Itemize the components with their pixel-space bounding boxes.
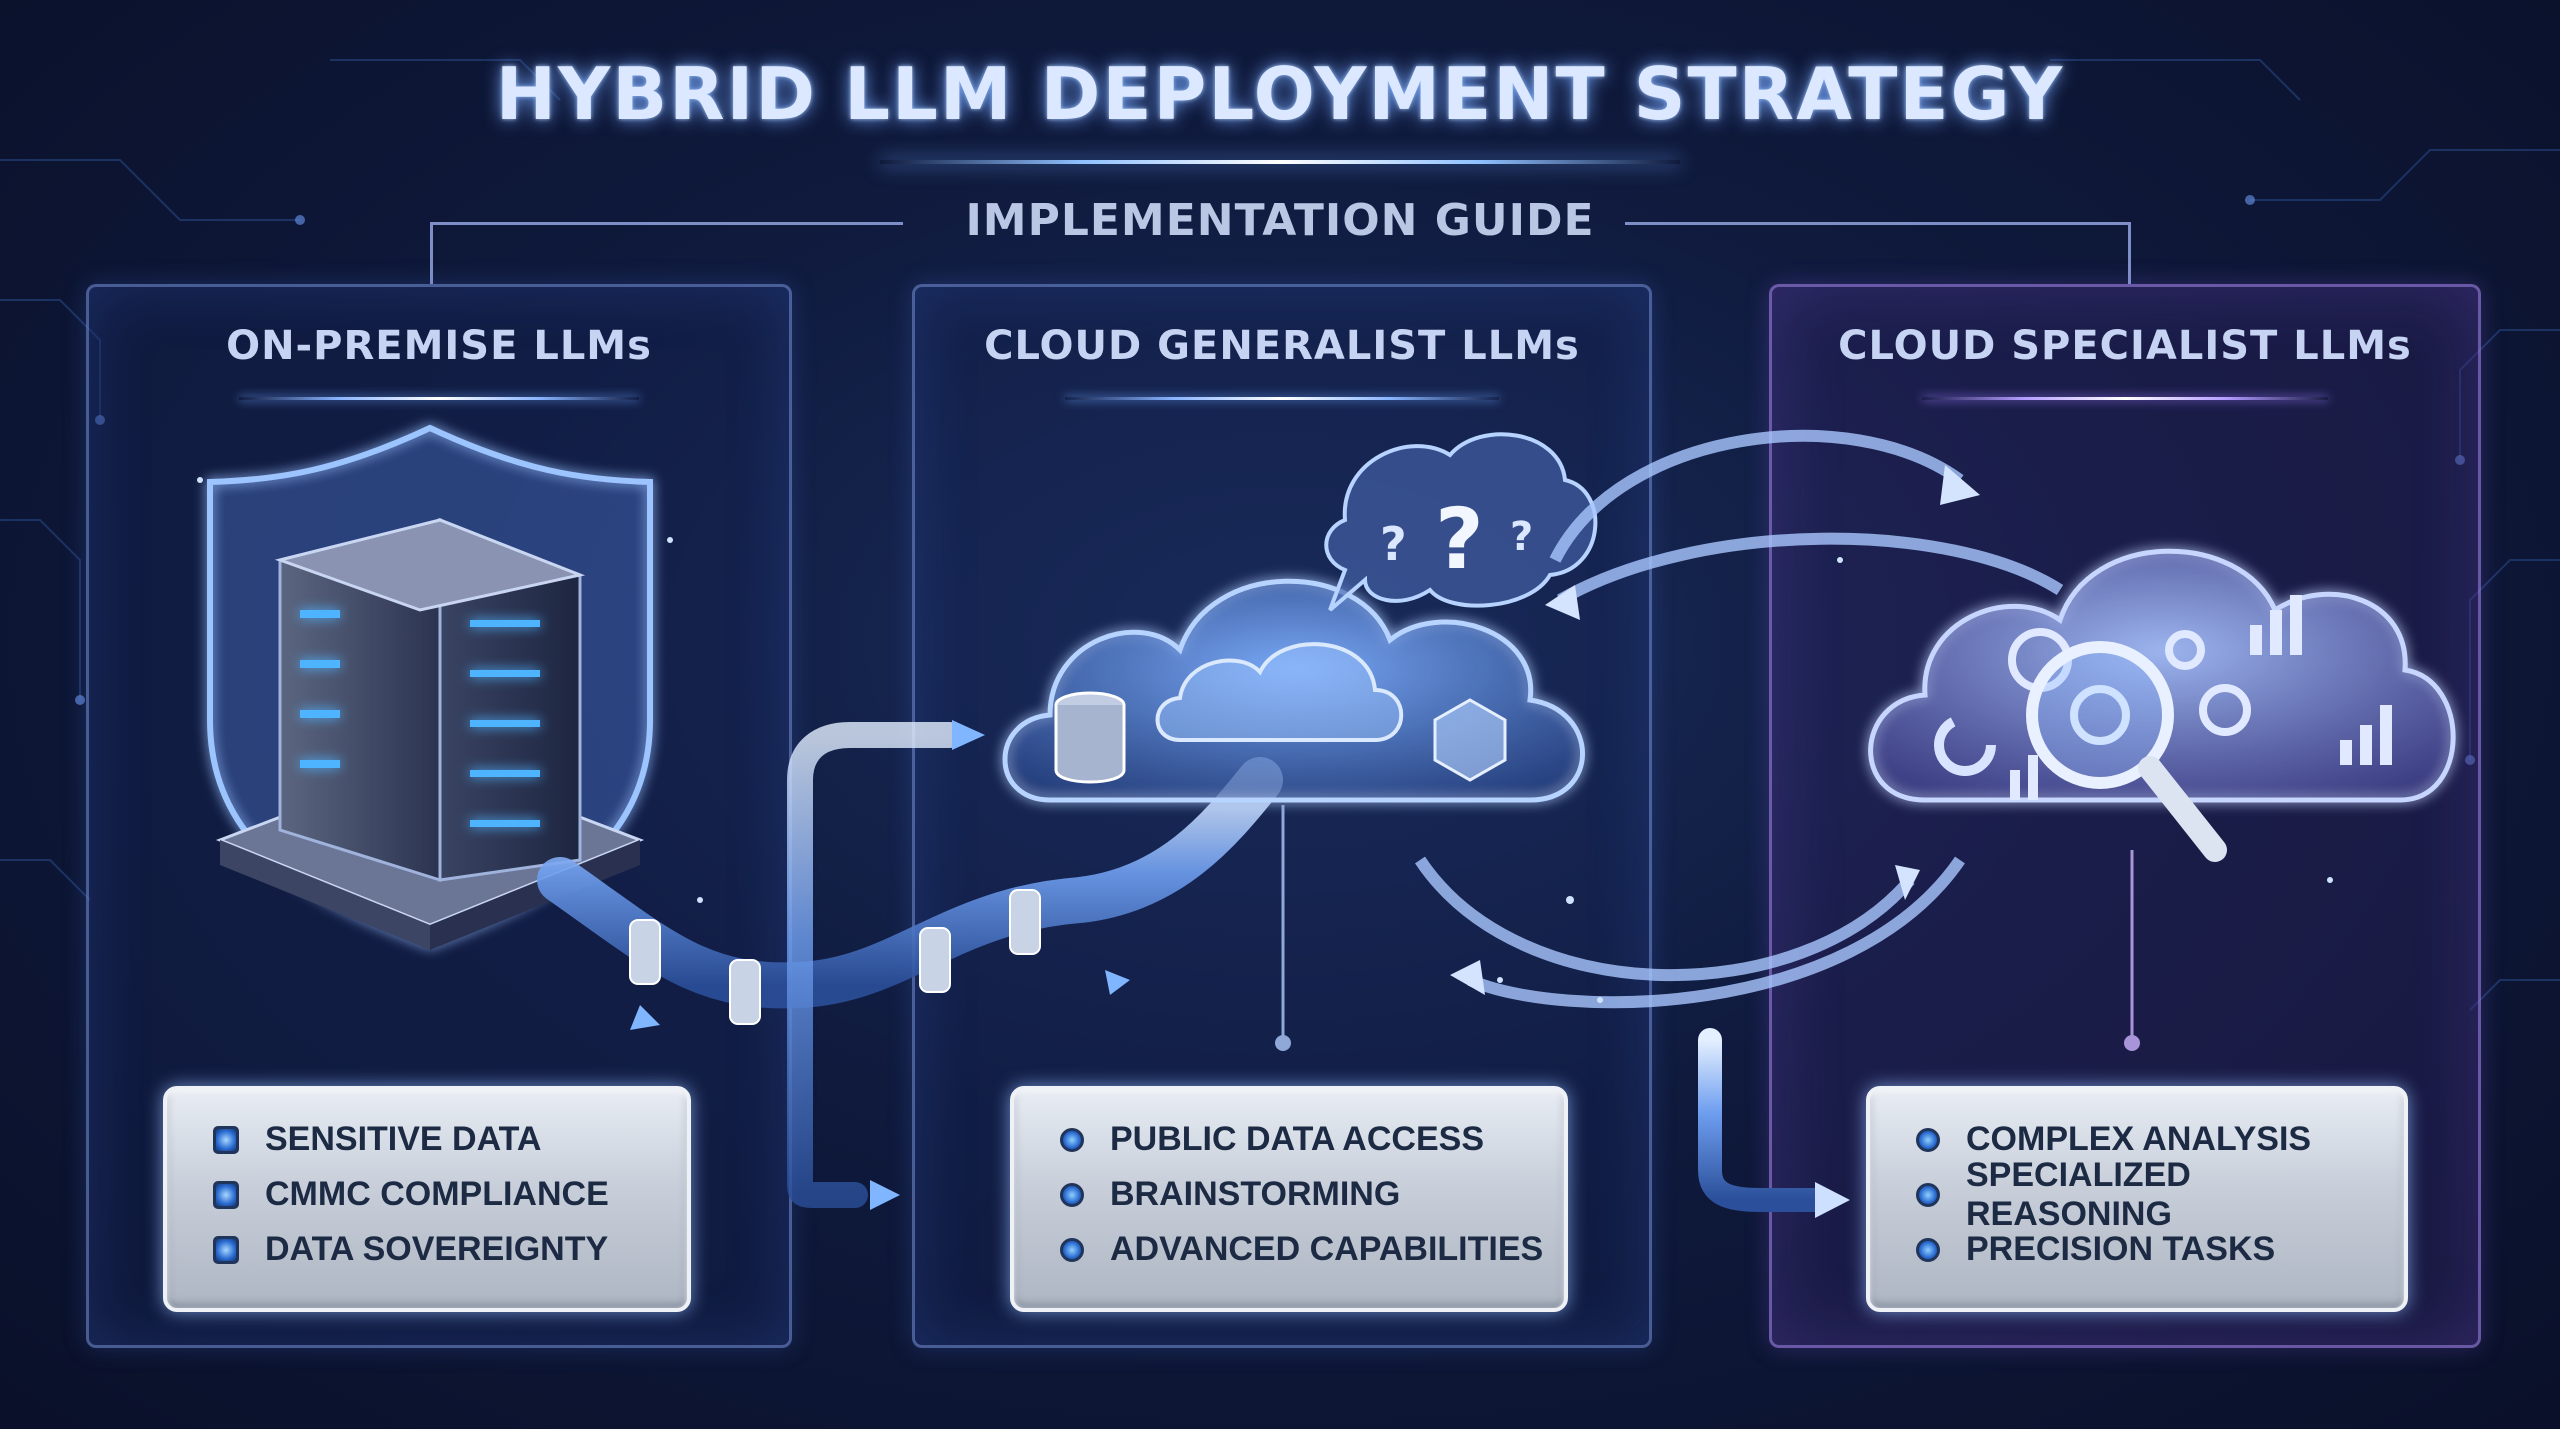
database-icon	[1054, 691, 1126, 784]
list-item: PUBLIC DATA ACCESS	[1060, 1112, 1564, 1167]
list-item-label: PRECISION TASKS	[1966, 1230, 2276, 1268]
list-item-label: SPECIALIZED REASONING	[1966, 1155, 2191, 1233]
subtitle: IMPLEMENTATION GUIDE	[965, 195, 1595, 246]
question-bubble-icon: ? ? ?	[1324, 432, 1598, 612]
panel-title-rule	[1065, 397, 1499, 400]
guide-bracket-left-drop	[430, 222, 433, 284]
list-item-label: DATA SOVEREIGNTY	[265, 1230, 609, 1268]
list-item-label: ADVANCED CAPABILITIES	[1110, 1230, 1544, 1268]
specialist-pipe	[1698, 1028, 1832, 1212]
guide-bracket-right	[1625, 222, 2130, 225]
server-icon	[215, 517, 645, 950]
guide-bracket-right-drop	[2128, 222, 2131, 284]
feature-box-cloud-specialist: COMPLEX ANALYSIS SPECIALIZED REASONING P…	[1866, 1086, 2408, 1312]
title-glow-divider	[880, 160, 1680, 164]
shield-bullet-icon	[213, 1125, 239, 1154]
guide-bracket-left	[433, 222, 903, 225]
list-item: BRAINSTORMING	[1060, 1167, 1564, 1222]
shield-bullet-icon	[213, 1180, 239, 1209]
list-item-label: SENSITIVE DATA	[265, 1120, 542, 1158]
bullet-icon	[1916, 1127, 1940, 1152]
list-item: SENSITIVE DATA	[213, 1112, 687, 1167]
arrow-icon	[1815, 1182, 1850, 1218]
panel-title-rule	[1922, 397, 2328, 400]
list-item: CMMC COMPLIANCE	[213, 1167, 687, 1222]
panel-title: ON-PREMISE LLMs	[226, 323, 652, 369]
connector-dot	[1275, 1035, 1291, 1051]
feature-box-on-premise: SENSITIVE DATA CMMC COMPLIANCE DATA SOVE…	[163, 1086, 691, 1312]
list-item-label: BRAINSTORMING	[1110, 1175, 1401, 1213]
feature-box-cloud-generalist: PUBLIC DATA ACCESS BRAINSTORMING ADVANCE…	[1010, 1086, 1568, 1312]
list-item: SPECIALIZED REASONING	[1916, 1156, 2404, 1233]
list-item: DATA SOVEREIGNTY	[213, 1222, 687, 1277]
pipe-joints	[629, 889, 1041, 1025]
magnifier-icon	[2026, 641, 2227, 862]
bullet-icon	[1060, 1182, 1084, 1207]
arrow-icon	[630, 720, 1130, 1210]
list-item: PRECISION TASKS	[1916, 1222, 2404, 1277]
bullet-icon	[1060, 1127, 1084, 1152]
sparkles	[197, 477, 2333, 1003]
network-node-icon	[1433, 698, 1507, 782]
bullet-icon	[1916, 1182, 1940, 1207]
list-item-label: CMMC COMPLIANCE	[265, 1175, 609, 1213]
svg-text:?: ?	[1435, 490, 1484, 588]
bar-chart-icon	[2010, 595, 2392, 800]
list-item-label: COMPLEX ANALYSIS	[1966, 1120, 2312, 1158]
svg-text:?: ?	[1510, 514, 1533, 560]
svg-text:?: ?	[1380, 517, 1407, 571]
panel-title-rule	[239, 397, 639, 400]
panel-title: CLOUD SPECIALIST LLMs	[1838, 323, 2412, 369]
list-item: ADVANCED CAPABILITIES	[1060, 1222, 1564, 1277]
page-title: HYBRID LLM DEPLOYMENT STRATEGY	[495, 52, 2065, 136]
cycle-arrows	[1415, 430, 2064, 1009]
connector-dot	[2124, 1035, 2140, 1051]
pie-chart-icon	[1934, 714, 1996, 776]
arrow-icon	[1450, 465, 1980, 995]
list-item: COMPLEX ANALYSIS	[1916, 1112, 2404, 1167]
list-item-label: PUBLIC DATA ACCESS	[1110, 1120, 1484, 1158]
bullet-icon	[1060, 1237, 1084, 1262]
panel-title: CLOUD GENERALIST LLMs	[984, 323, 1580, 369]
bullet-icon	[1916, 1237, 1940, 1262]
shield-bullet-icon	[213, 1235, 239, 1264]
